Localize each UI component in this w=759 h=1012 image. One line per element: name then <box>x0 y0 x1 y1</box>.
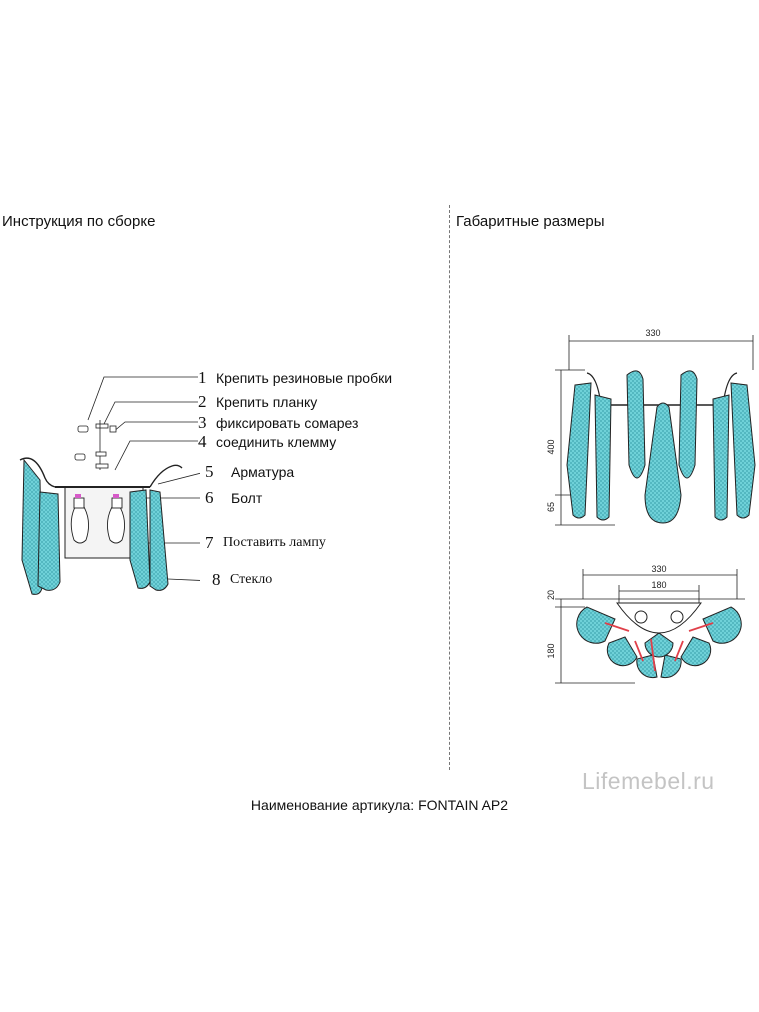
step-number: 3 <box>198 413 207 432</box>
step-text: Болт <box>231 490 263 506</box>
step-number: 4 <box>198 432 207 451</box>
mount-width-label: 180 <box>651 580 666 590</box>
assembly-drawing <box>19 376 200 595</box>
top-view-drawing: 330 180 20 180 <box>546 564 745 684</box>
step-number: 2 <box>198 392 207 411</box>
watermark: Lifemebel.ru <box>582 768 715 794</box>
dimensions-title: Габаритные размеры <box>456 213 605 230</box>
step-5: 5 Арматура <box>205 462 295 481</box>
step-text: Поставить лампу <box>223 535 326 550</box>
step-3: 3 фиксировать сомарез <box>198 413 359 432</box>
front-width-label: 330 <box>645 328 660 338</box>
assembly-title: Инструкция по сборке <box>2 213 156 230</box>
step-text: Стекло <box>230 572 273 587</box>
step-number: 6 <box>205 488 214 507</box>
step-text: фиксировать сомарез <box>216 415 359 431</box>
step-number: 8 <box>212 570 221 589</box>
step-number: 5 <box>205 462 214 481</box>
depth-label: 180 <box>546 643 556 658</box>
step-6: 6 Болт <box>205 488 263 507</box>
step-text: соединить клемму <box>216 434 337 450</box>
step-text: Крепить резиновые пробки <box>216 370 393 386</box>
step-2: 2 Крепить планку <box>198 392 318 411</box>
step-4: 4 соединить клемму <box>198 432 337 451</box>
step-text: Арматура <box>231 464 295 480</box>
step-7: 7 Поставить лампу <box>205 533 326 552</box>
lower-label: 65 <box>546 502 556 512</box>
step-number: 7 <box>205 533 214 552</box>
divider-line <box>449 205 450 770</box>
step-8: 8 Стекло <box>212 570 273 589</box>
step-text: Крепить планку <box>216 394 318 410</box>
height-label: 400 <box>546 439 556 454</box>
step-number: 1 <box>198 368 207 387</box>
step-1: 1 Крепить резиновые пробки <box>198 368 393 387</box>
offset-label: 20 <box>546 590 556 600</box>
article-name: Наименование артикула: FONTAIN AP2 <box>250 797 509 813</box>
front-view-drawing: 330 400 65 <box>546 328 756 526</box>
top-width-label: 330 <box>651 564 666 574</box>
